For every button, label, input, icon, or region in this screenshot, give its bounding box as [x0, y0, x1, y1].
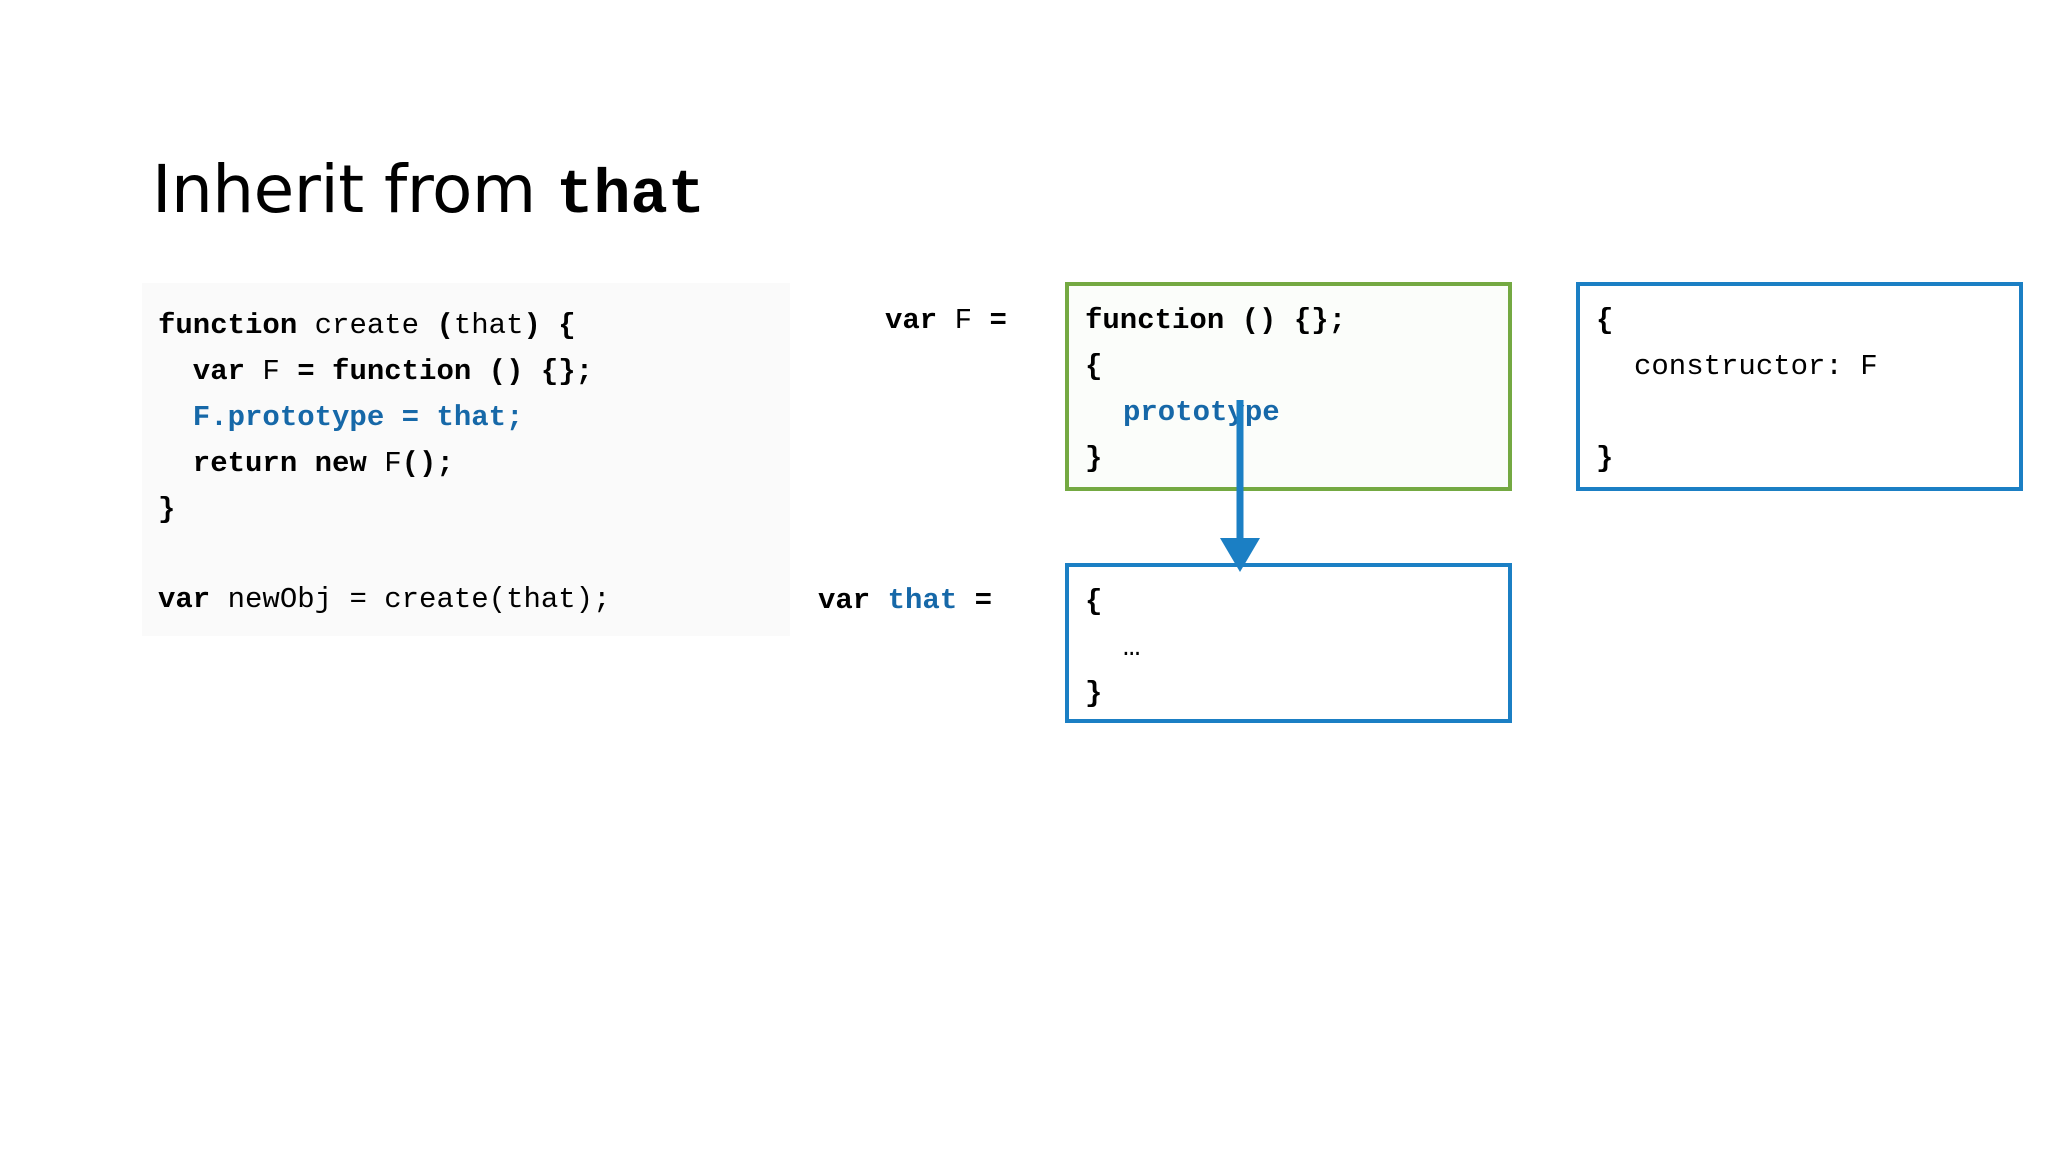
- code-token: var: [885, 304, 955, 337]
- code-line: {: [1085, 344, 1508, 390]
- code-token: F: [262, 355, 298, 388]
- code-line: {: [1085, 579, 1508, 625]
- code-blank-line: [158, 533, 790, 577]
- code-line: F.prototype = that;: [158, 395, 790, 441]
- code-line: constructor: F: [1596, 344, 2019, 390]
- code-line: …: [1085, 625, 1508, 671]
- code-token: that: [453, 309, 524, 342]
- code-token: that: [887, 584, 975, 617]
- code-line: [1596, 390, 2019, 436]
- code-token: [1596, 396, 1613, 429]
- code-token: F: [954, 304, 990, 337]
- code-token: newObj = create(that);: [227, 583, 611, 616]
- code-line: var newObj = create(that);: [158, 577, 790, 623]
- code-token: }: [1085, 442, 1103, 475]
- code-token: return new: [158, 447, 385, 480]
- code-token: var: [158, 583, 228, 616]
- page-title: Inherit from that: [152, 157, 705, 227]
- page-title-text: Inherit from: [152, 151, 557, 229]
- original-prototype-object-box: { constructor: F }: [1576, 282, 2023, 491]
- page-title-code-term: that: [556, 160, 705, 232]
- code-token: prototype: [1123, 396, 1280, 429]
- code-token: {: [1085, 585, 1103, 618]
- code-token: create: [314, 309, 437, 342]
- code-line: {: [1596, 298, 2019, 344]
- code-token: =: [989, 304, 1007, 337]
- code-token: ) {: [523, 309, 576, 342]
- var-f-assignment-label: var F =: [885, 298, 1007, 344]
- code-token: }: [1596, 442, 1614, 475]
- code-line: function () {};: [1085, 298, 1508, 344]
- code-token: function: [158, 309, 315, 342]
- code-token: (: [436, 309, 454, 342]
- code-line: }: [1596, 436, 2019, 482]
- code-token: constructor: F: [1634, 350, 1878, 383]
- code-token: F.prototype = that;: [158, 401, 524, 434]
- code-line: prototype: [1085, 390, 1508, 436]
- code-token: var: [158, 355, 263, 388]
- code-token: var: [818, 584, 888, 617]
- code-token: function () {};: [1085, 304, 1347, 337]
- left-code-panel: function create (that) { var F = functio…: [142, 283, 790, 636]
- code-line: var F = function () {};: [158, 349, 790, 395]
- code-line: function create (that) {: [158, 303, 790, 349]
- code-line: }: [1085, 436, 1508, 482]
- code-token: }: [158, 493, 176, 526]
- code-line: }: [1085, 671, 1508, 717]
- that-object-box: { …}: [1065, 563, 1512, 723]
- code-token: =: [974, 584, 993, 617]
- code-line: }: [158, 487, 790, 533]
- code-token: ();: [401, 447, 454, 480]
- f-function-object-box: function () {}; { prototype}: [1065, 282, 1512, 491]
- code-token: {: [1085, 350, 1103, 383]
- code-token: {: [1596, 304, 1614, 337]
- code-token: F: [384, 447, 402, 480]
- code-line: return new F();: [158, 441, 790, 487]
- code-token: = function () {};: [297, 355, 594, 388]
- var-that-assignment-label: var that =: [818, 578, 992, 624]
- code-token: …: [1123, 631, 1141, 664]
- code-token: }: [1085, 677, 1103, 710]
